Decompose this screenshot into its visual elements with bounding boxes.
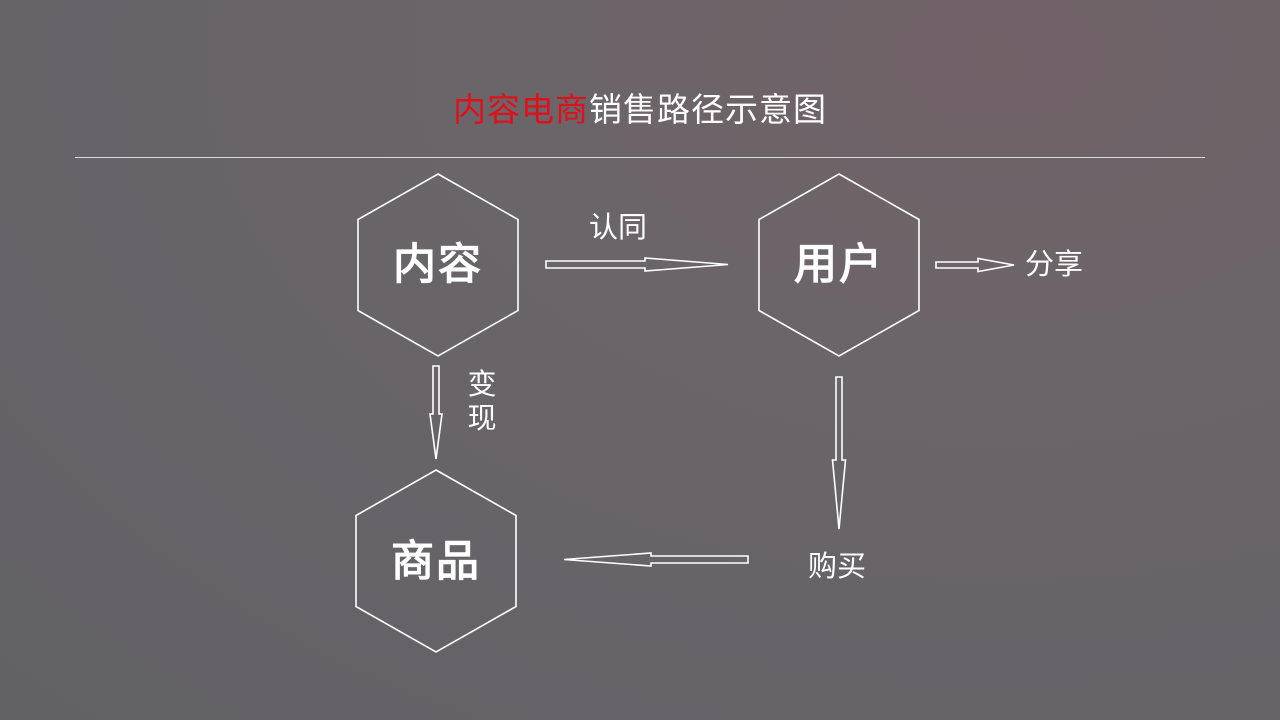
title-rest: 销售路径示意图 [589,90,827,129]
diagram-title: 内容电商销售路径示意图 [0,88,1280,132]
edge-label-monetize: 变现 [467,367,497,435]
arrow-user-to-purchase [831,376,847,530]
edge-label-share: 分享 [1025,247,1084,281]
edge-label-purchase: 购买 [808,549,867,583]
arrow-purchase-to-product [563,552,749,567]
node-product: 商品 [391,537,481,587]
hexagon-user [758,173,920,357]
edge-label-approve: 认同 [589,210,648,244]
arrow-user-to-share [935,257,1015,273]
hexagon-content [357,173,519,357]
title-highlight: 内容电商 [453,90,589,129]
title-divider [75,157,1205,158]
hexagon-product [355,469,517,653]
node-content: 内容 [393,240,483,290]
arrow-content-to-product [429,365,443,460]
node-user: 用户 [794,240,884,290]
arrow-content-to-user [545,257,729,272]
